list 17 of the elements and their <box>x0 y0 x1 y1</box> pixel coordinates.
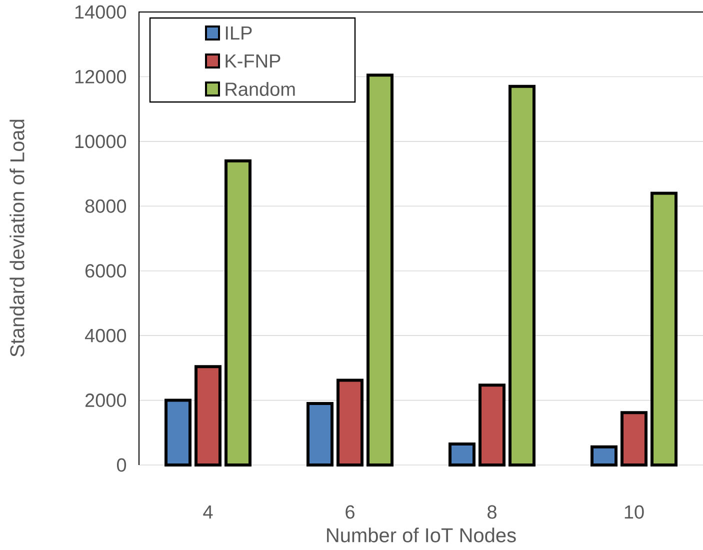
y-tick-label: 12000 <box>75 70 126 84</box>
y-tick-label: 4000 <box>84 328 126 342</box>
axis-title: Standard deviation of Load <box>10 120 24 357</box>
y-tick-label: 14000 <box>75 5 126 19</box>
x-tick-label: 10 <box>624 505 644 519</box>
y-tick-label: 8000 <box>85 199 126 213</box>
x-tick-label: 8 <box>488 505 496 519</box>
legend-label: Random <box>226 82 295 96</box>
y-tick-label: 0 <box>116 458 126 472</box>
y-tick-label: 10000 <box>75 134 126 148</box>
y-tick-label: 6000 <box>86 264 126 278</box>
x-tick-label: 4 <box>203 505 213 519</box>
y-tick-label: 2000 <box>86 394 126 408</box>
legend-label: ILP <box>226 26 252 40</box>
x-tick-label: 6 <box>346 505 354 519</box>
axis-title: Number of IoT Nodes <box>327 528 516 542</box>
legend-label: K-FNP <box>226 54 280 68</box>
